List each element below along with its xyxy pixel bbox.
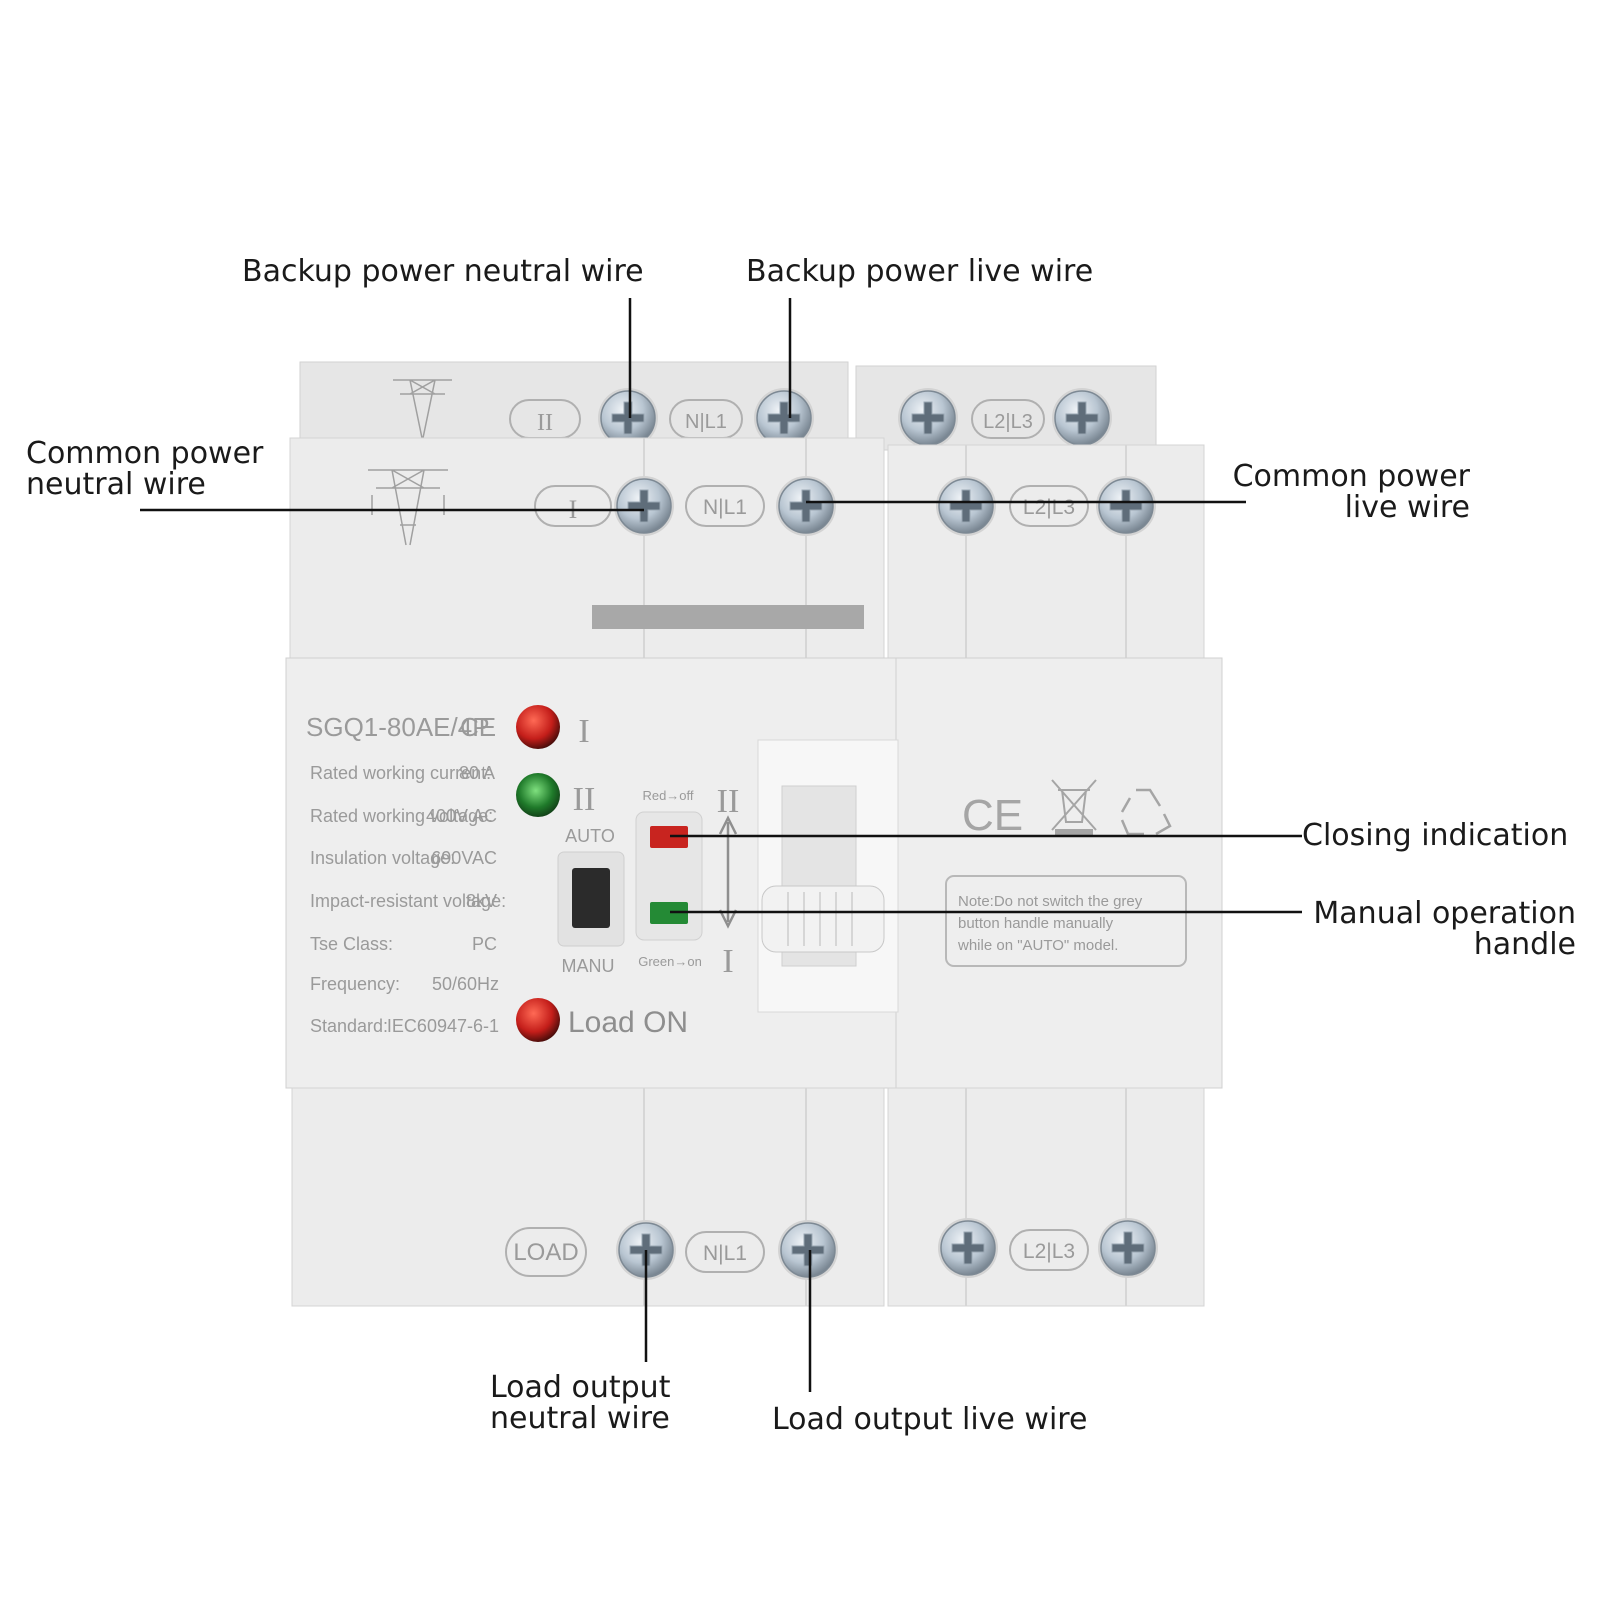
spec-value: 80 A (459, 763, 495, 783)
callout-backup-live: Backup power live wire (746, 254, 1094, 289)
green-on-label: Green→on (638, 954, 702, 969)
callout-backup-neutral: Backup power neutral wire (242, 254, 644, 289)
note-box (945, 875, 1187, 967)
red-off-label: Red→off (642, 788, 693, 803)
spec-value: 400V AC (426, 806, 497, 826)
callout-line: Manual operation (1313, 896, 1576, 931)
spec-label: Standard: (310, 1016, 388, 1036)
ce-mark-small: CE (460, 712, 496, 742)
callout-line: Common power (26, 436, 264, 471)
load-module (291, 1087, 1205, 1307)
screw-icon (1095, 475, 1157, 537)
recycle-icon (1120, 788, 1172, 836)
screw-icon (897, 387, 959, 449)
callout-line: live wire (1344, 490, 1470, 525)
callout-line: handle (1473, 927, 1576, 962)
indicator-II-label: II (573, 781, 596, 818)
spec-label: Tse Class: (310, 934, 393, 954)
led-red-I (516, 705, 560, 749)
spec-value: 690VAC (431, 848, 497, 868)
indicator-I-label: I (578, 713, 589, 750)
auto-manu-switch (572, 868, 610, 928)
front-face (285, 657, 1223, 1089)
callout-line: neutral wire (490, 1401, 670, 1436)
tower-icon-back (393, 379, 452, 439)
spec-value: IEC60947-6-1 (387, 1016, 499, 1036)
terminal-label: L2|L3 (1023, 1240, 1075, 1263)
callout-line: Load output (490, 1370, 671, 1405)
terminal-label: L2|L3 (983, 411, 1033, 433)
spec-label: Rated working voltage: (310, 806, 493, 826)
callout-load-live: Load output live wire (772, 1402, 1088, 1437)
note-line: Note:Do not switch the grey (958, 893, 1143, 910)
callout-line: Common power (1232, 459, 1470, 494)
terminal-label: L2|L3 (1023, 496, 1075, 519)
manual-handle (761, 885, 885, 953)
spec-value: PC (472, 934, 497, 954)
double-arrow-icon (718, 815, 738, 929)
common-module (289, 437, 1205, 664)
led-green-II (516, 773, 560, 817)
spec-value: 8kV (466, 891, 497, 911)
green-on-indicator (650, 902, 688, 924)
screw-icon (937, 1217, 999, 1279)
position-II-label: II (717, 783, 740, 820)
position-I-label: I (722, 943, 733, 980)
callout-manual-handle: Manual operation handle (1280, 898, 1576, 960)
callout-load-neutral: Load output neutral wire (490, 1372, 670, 1434)
spec-label: Frequency: (310, 974, 400, 994)
manu-label: MANU (562, 956, 615, 976)
leader-lines (140, 298, 1302, 1392)
spec-label: Impact-resistant voltage: (310, 891, 506, 911)
load-on-label: Load ON (568, 1006, 688, 1039)
screw-icon (935, 475, 997, 537)
screw-icon (613, 475, 675, 537)
led-red-load (516, 998, 560, 1042)
terminal-label: N|L1 (703, 496, 747, 519)
screw-icon (777, 1219, 839, 1281)
callout-common-neutral: Common power neutral wire (26, 438, 263, 500)
spec-label: Rated working current: (310, 763, 491, 783)
terminal-label: N|L1 (703, 1242, 747, 1265)
ce-mark-large: CE (962, 791, 1023, 840)
backup-module (299, 361, 1157, 451)
terminal-label: N|L1 (685, 411, 727, 433)
terminal-label: II (537, 410, 553, 436)
note-line: while on "AUTO" model. (957, 937, 1118, 954)
screw-icon (775, 475, 837, 537)
callout-common-live: Common power live wire (1180, 461, 1470, 523)
screw-icon (1051, 387, 1113, 449)
auto-label: AUTO (565, 826, 615, 846)
spec-value: 50/60Hz (432, 974, 499, 994)
callout-line: neutral wire (26, 467, 206, 502)
model-text: SGQ1-80AE/4P (306, 712, 490, 742)
terminal-label: LOAD (513, 1239, 578, 1266)
screw-icon (1097, 1217, 1159, 1279)
callout-closing-indication: Closing indication (1302, 818, 1569, 853)
note-line: button handle manually (958, 915, 1114, 932)
spec-label: Insulation voltage: (310, 848, 455, 868)
red-off-indicator (650, 826, 688, 848)
